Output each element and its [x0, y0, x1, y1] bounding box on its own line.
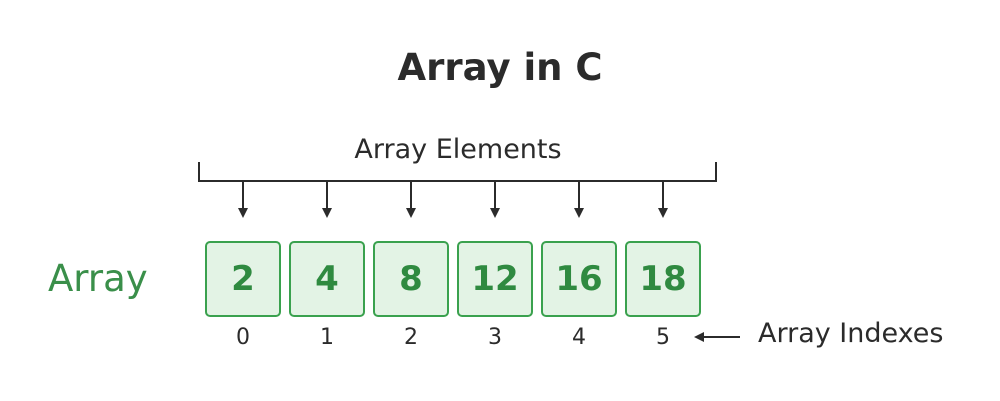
array-cell-1: 4 — [289, 241, 365, 317]
array-index-0: 0 — [236, 325, 250, 350]
array-index-4: 4 — [572, 325, 586, 350]
array-cell-4: 16 — [541, 241, 617, 317]
element-arrow-2 — [406, 182, 416, 218]
array-label: Array — [48, 257, 148, 300]
element-arrow-4 — [574, 182, 584, 218]
element-arrow-3 — [490, 182, 500, 218]
array-indexes-label: Array Indexes — [758, 318, 944, 349]
array-cell-5: 18 — [625, 241, 701, 317]
element-arrow-0 — [238, 182, 248, 218]
element-arrow-5 — [658, 182, 668, 218]
diagram-title: Array in C — [397, 46, 603, 89]
elements-bracket — [198, 162, 717, 182]
array-cell-3: 12 — [457, 241, 533, 317]
array-elements-label: Array Elements — [354, 134, 562, 165]
array-cell-0: 2 — [205, 241, 281, 317]
array-index-3: 3 — [488, 325, 502, 350]
array-cell-2: 8 — [373, 241, 449, 317]
index-pointer-arrow — [694, 332, 740, 342]
array-index-1: 1 — [320, 325, 334, 350]
array-index-5: 5 — [656, 325, 670, 350]
array-index-2: 2 — [404, 325, 418, 350]
element-arrow-1 — [322, 182, 332, 218]
element-arrows — [238, 182, 668, 218]
